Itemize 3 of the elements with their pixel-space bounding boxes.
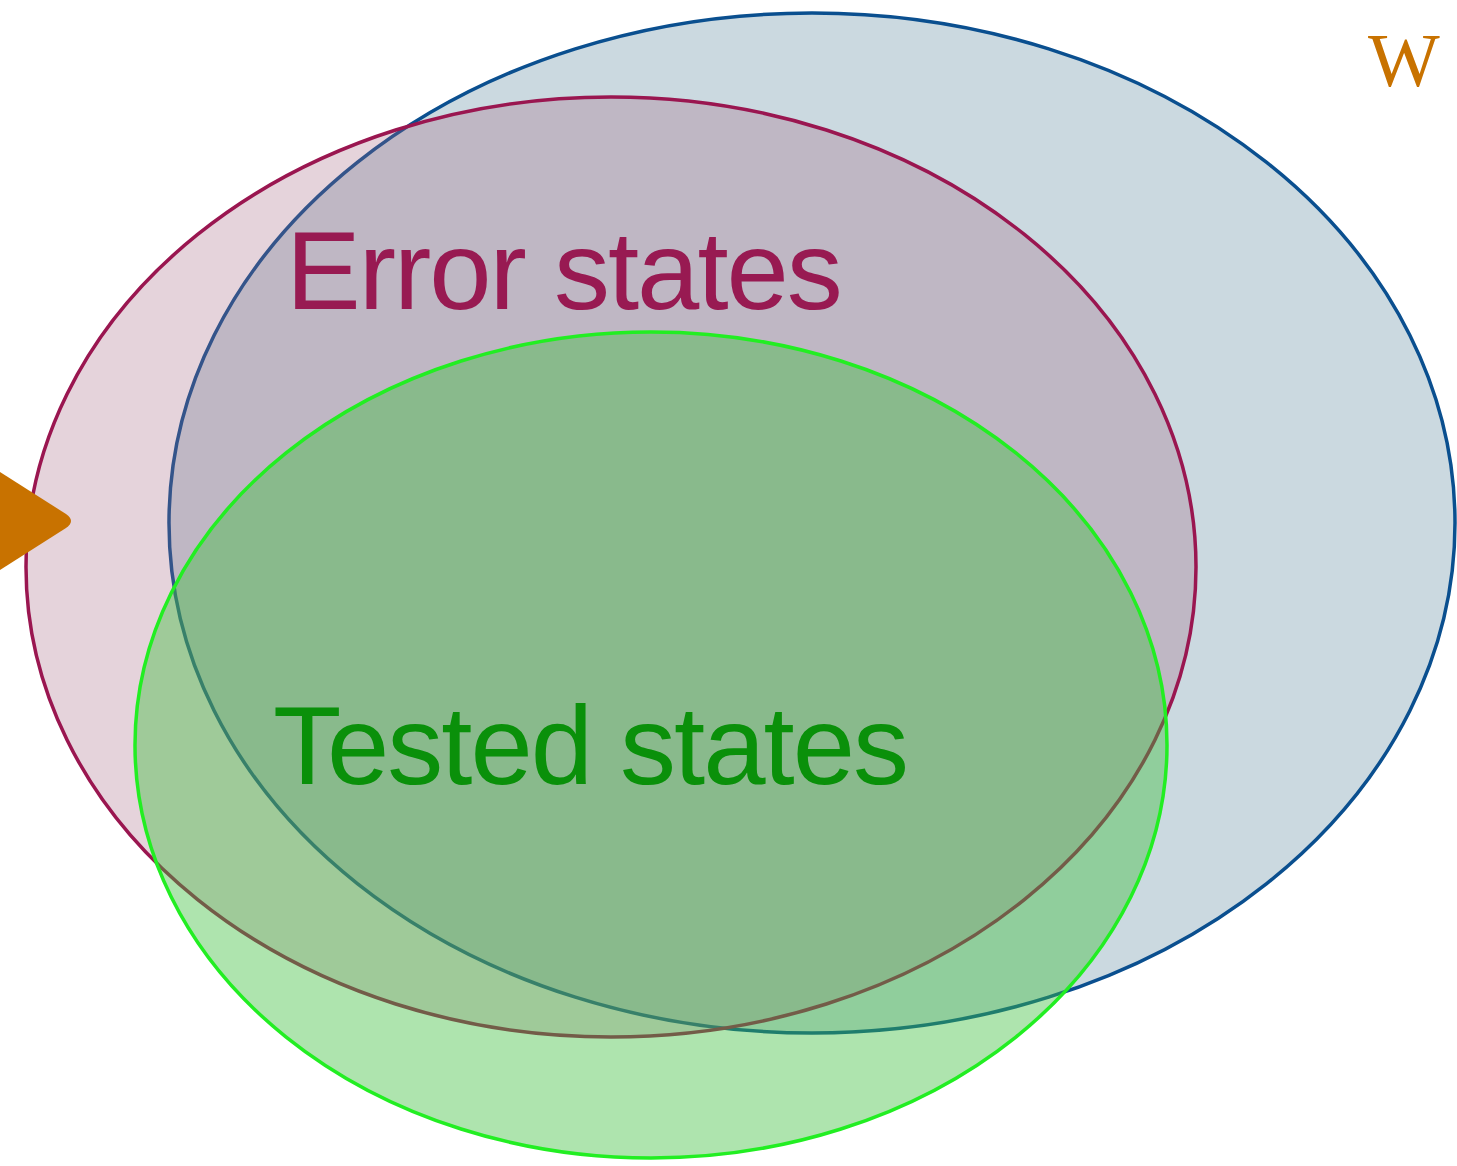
heading-fragment: W — [1368, 22, 1440, 98]
set-label: Tested states — [273, 690, 907, 802]
set-label: Error states — [286, 215, 841, 327]
